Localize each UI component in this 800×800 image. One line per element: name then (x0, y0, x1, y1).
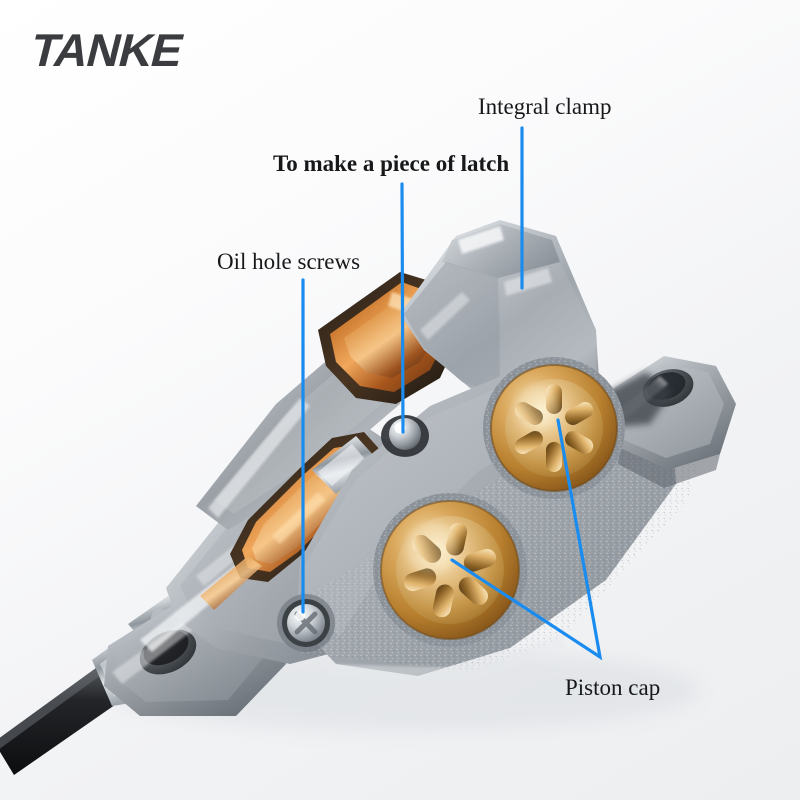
callout-label-oil-hole-screws: Oil hole screws (217, 249, 361, 274)
callout-label-piston-cap: Piston cap (565, 675, 661, 700)
piston-lower (373, 493, 527, 647)
piston-upper (483, 357, 625, 499)
brand-logo-text: TANKE (26, 26, 189, 76)
callout-label-latch: To make a piece of latch (273, 151, 510, 176)
oil-hole-screw (277, 594, 335, 652)
callout-label-integral-clamp: Integral clamp (478, 94, 612, 119)
latch-ball-pin (381, 415, 429, 457)
hydraulic-hose (0, 668, 122, 775)
brand-logo: TANKE (22, 26, 232, 78)
pad-retainer-pin (312, 436, 376, 494)
